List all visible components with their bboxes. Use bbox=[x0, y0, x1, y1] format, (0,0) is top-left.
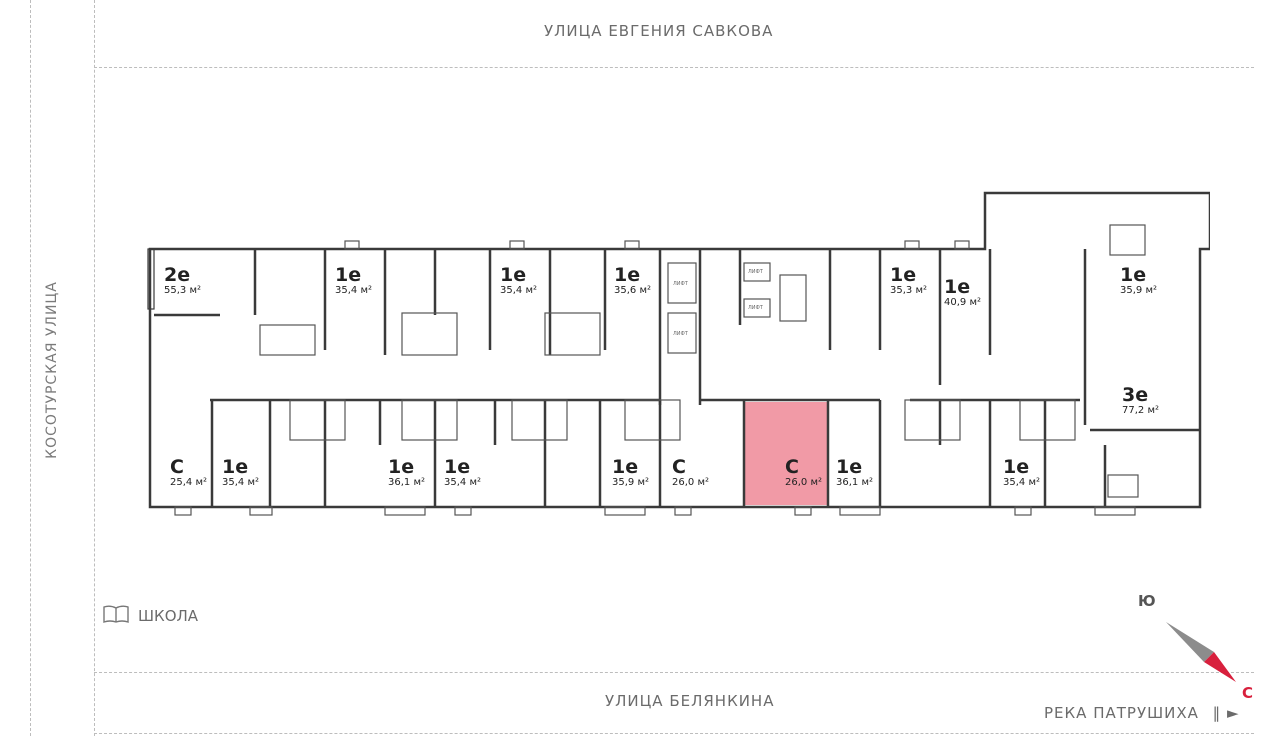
boundary-bottom-2 bbox=[94, 733, 1254, 734]
svg-text:ЛИФТ: ЛИФТ bbox=[673, 331, 689, 337]
svg-text:ЛИФТ: ЛИФТ bbox=[748, 269, 764, 275]
highlighted-apartment[interactable] bbox=[744, 402, 828, 505]
compass-needle-icon bbox=[1166, 622, 1236, 682]
compass-south-label: Ю bbox=[1138, 592, 1156, 610]
school-landmark: ШКОЛА bbox=[102, 604, 198, 628]
boundary-left-inner bbox=[94, 0, 95, 736]
svg-text:ЛИФТ: ЛИФТ bbox=[748, 305, 764, 311]
svg-text:ЛИФТ: ЛИФТ bbox=[673, 281, 689, 287]
compass: Ю С bbox=[1130, 590, 1270, 702]
river-label: РЕКА ПАТРУШИХА bbox=[1044, 704, 1199, 722]
boundary-top bbox=[94, 67, 1254, 68]
river-arrow-icon: ‖ ► bbox=[1212, 704, 1240, 722]
river-landmark: РЕКА ПАТРУШИХА ‖ ► bbox=[1044, 704, 1239, 722]
compass-north-label: С bbox=[1242, 684, 1254, 702]
street-left: КОСОТУРСКАЯ УЛИЦА bbox=[44, 281, 60, 459]
boundary-left-outer bbox=[30, 0, 31, 736]
book-icon bbox=[102, 604, 130, 628]
street-bottom: УЛИЦА БЕЛЯНКИНА bbox=[605, 692, 775, 710]
school-label: ШКОЛА bbox=[138, 607, 199, 625]
street-top: УЛИЦА ЕВГЕНИЯ САВКОВА bbox=[544, 22, 774, 40]
floor-plan-walls: ЛИФТ ЛИФТ ЛИФТ ЛИФТ bbox=[147, 191, 1210, 516]
boundary-bottom bbox=[94, 672, 1254, 673]
